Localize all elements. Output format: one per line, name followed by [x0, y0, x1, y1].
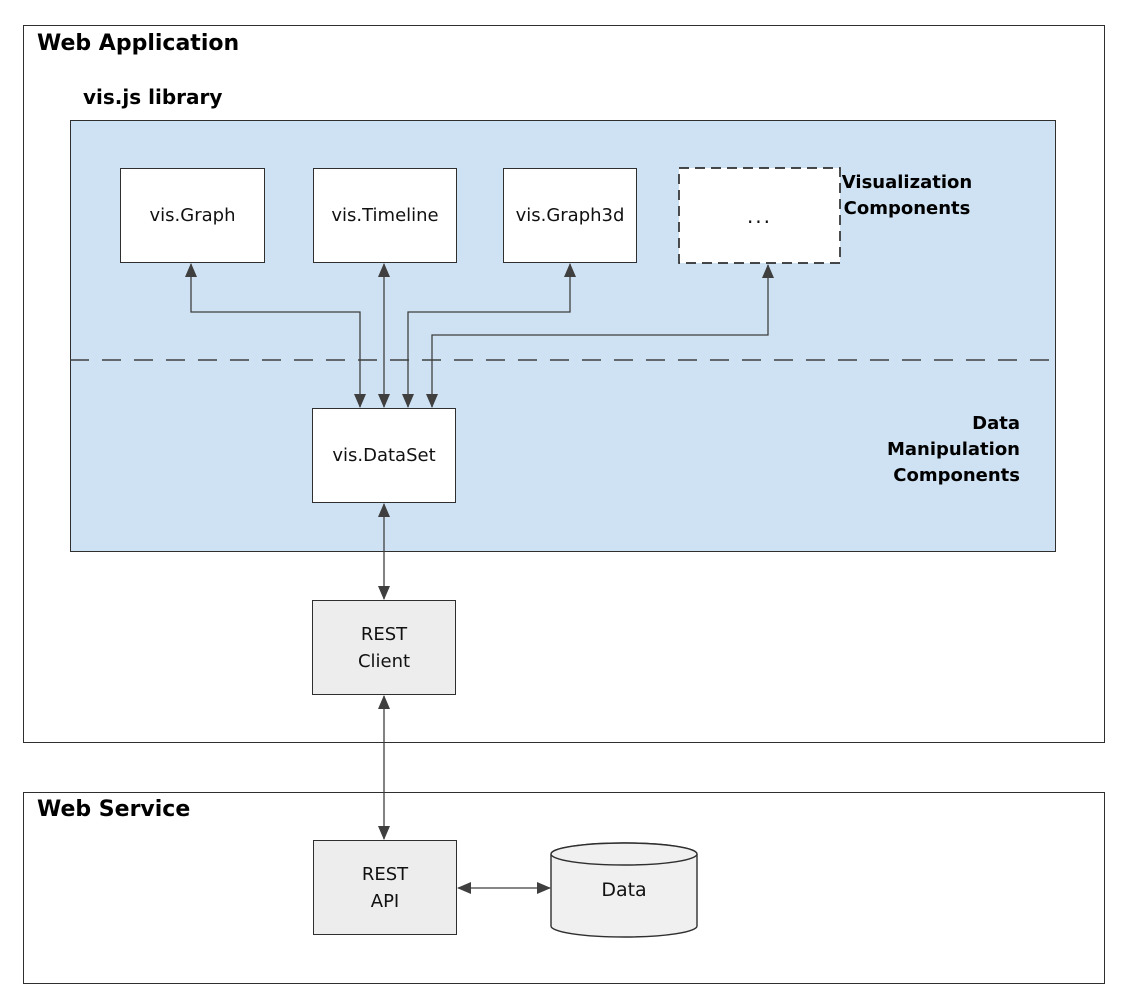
node-vis-graph3d: vis.Graph3d [503, 168, 637, 263]
web-service-title: Web Service [37, 797, 191, 822]
visualization-components-line2: Components [843, 198, 971, 219]
node-rest-client-line1: REST [360, 623, 408, 645]
data-manipulation-line2: Manipulation [886, 439, 1020, 460]
node-vis-dataset: vis.DataSet [312, 408, 456, 503]
node-vis-timeline: vis.Timeline [313, 168, 457, 263]
node-vis-timeline-label: vis.Timeline [331, 205, 439, 226]
data-store-text: Data [601, 879, 647, 901]
data-manipulation-line1: Data [972, 413, 1020, 434]
visualization-components-label: Visualization Components [800, 170, 1014, 222]
data-manipulation-line3: Components [893, 465, 1020, 486]
ellipsis-label: ... [746, 203, 773, 228]
visjs-library-title: vis.js library [83, 85, 223, 109]
node-vis-graph3d-label: vis.Graph3d [515, 205, 625, 226]
node-rest-client: REST Client [312, 600, 456, 695]
node-more-components-label: ... [678, 167, 841, 264]
node-rest-api-line2: API [370, 890, 400, 912]
node-rest-api: REST API [313, 840, 457, 935]
node-vis-graph-label: vis.Graph [149, 205, 236, 226]
node-vis-dataset-label: vis.DataSet [332, 445, 436, 466]
web-application-title: Web Application [37, 31, 240, 56]
data-manipulation-components-label: Data Manipulation Components [818, 411, 1020, 489]
visualization-components-line1: Visualization [841, 172, 973, 193]
node-vis-graph: vis.Graph [120, 168, 265, 263]
node-rest-api-line1: REST [361, 863, 409, 885]
node-rest-client-line2: Client [357, 650, 411, 672]
node-data-store-label: Data [551, 843, 697, 937]
